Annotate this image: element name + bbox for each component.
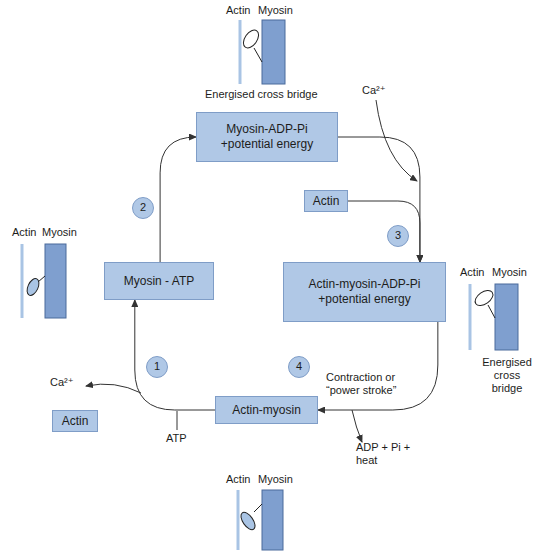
myosin-filament	[45, 244, 66, 318]
myosin-filament	[495, 284, 518, 350]
diagram-label: Actin	[226, 473, 250, 486]
process-box: Actin	[304, 190, 348, 212]
diagram-label: Energised cross bridge	[480, 356, 534, 396]
box-text: Actin-myosin	[232, 403, 301, 418]
box-text: Actin-myosin-ADP-Pi +potential energy	[290, 277, 439, 307]
step-number: 2	[140, 201, 146, 215]
box-text: Actin	[62, 414, 89, 429]
cycle-arrow	[318, 322, 438, 410]
cycle-arrow	[135, 300, 215, 410]
myosin-filament	[262, 20, 285, 84]
actin-filament	[21, 244, 24, 318]
diagram-label: Contraction or “power stroke”	[326, 371, 426, 397]
process-box: Myosin-ADP-Pi +potential energy	[196, 112, 338, 162]
myosin-filament	[262, 490, 283, 550]
diagram-label: Myosin	[42, 226, 77, 239]
actin-filament	[469, 284, 472, 350]
process-box: Actin-myosin-ADP-Pi +potential energy	[283, 262, 446, 322]
myosin-head	[472, 287, 495, 308]
diagram-label: Actin	[12, 226, 36, 239]
myosin-head	[240, 27, 261, 50]
process-box: Myosin - ATP	[104, 262, 214, 300]
circle-shape	[133, 198, 154, 219]
calcium-in-arrow	[376, 100, 417, 181]
cross-bridge-illustration	[238, 490, 283, 550]
diagram-label: Actin	[226, 4, 250, 17]
myosin-neck	[254, 504, 262, 512]
cycle-arrow	[160, 137, 196, 262]
step-number-circle: 2	[132, 197, 154, 219]
process-box: Actin	[52, 410, 98, 432]
step-number: 3	[395, 229, 401, 243]
diagram-label: Energised cross bridge	[205, 88, 318, 101]
cycle-arrow	[348, 201, 420, 262]
step-number: 4	[296, 360, 302, 374]
myosin-neck	[488, 305, 495, 318]
circle-shape	[147, 357, 168, 378]
cross-bridge-illustration	[240, 20, 285, 84]
step-number-circle: 1	[146, 356, 168, 378]
cross-bridge-illustration	[22, 244, 66, 318]
myosin-head	[25, 277, 42, 298]
diagram-label: ATP	[166, 432, 187, 445]
diagram-label: Myosin	[492, 266, 527, 279]
cycle-arrow	[338, 137, 420, 262]
step-number: 1	[154, 360, 160, 374]
cross-bridge-illustration	[470, 284, 518, 350]
diagram-label: ADP + Pi + heat	[356, 441, 412, 467]
step-number-circle: 3	[387, 225, 409, 247]
actin-filament	[237, 490, 240, 550]
box-text: Actin	[313, 194, 340, 209]
circle-shape	[289, 357, 310, 378]
diagram-label: Myosin	[258, 4, 293, 17]
diagram-label: Ca²⁺	[362, 84, 386, 97]
release-arrow	[86, 384, 141, 393]
box-text: Myosin - ATP	[124, 274, 194, 289]
diagram-label: Ca²⁺	[50, 376, 74, 389]
products-out-arrow	[352, 410, 362, 442]
process-box: Actin-myosin	[215, 396, 318, 424]
actin-filament	[239, 20, 242, 84]
myosin-neck	[254, 48, 262, 62]
myosin-head	[238, 510, 258, 532]
atp-in-line	[177, 411, 178, 430]
diagram-label: Myosin	[258, 473, 293, 486]
diagram-label: Actin	[460, 266, 484, 279]
circle-shape	[388, 226, 409, 247]
step-number-circle: 4	[288, 356, 310, 378]
box-text: Myosin-ADP-Pi +potential energy	[203, 122, 331, 152]
